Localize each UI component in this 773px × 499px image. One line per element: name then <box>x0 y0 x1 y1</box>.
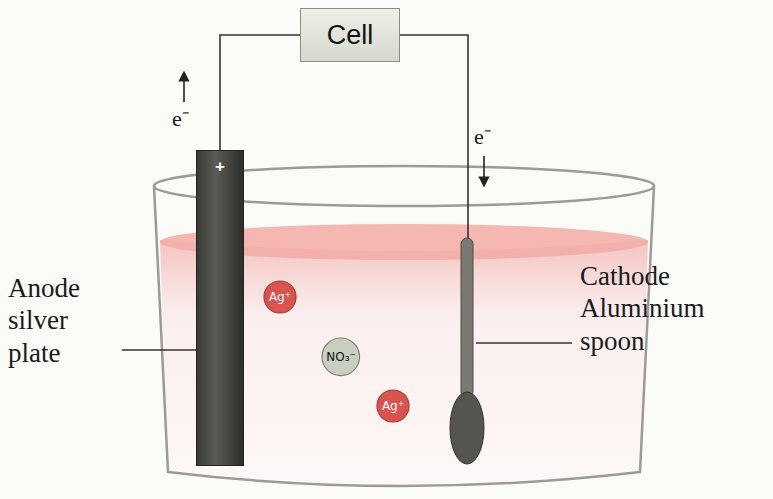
wire <box>400 35 468 240</box>
node-text: Cell <box>327 20 374 51</box>
cell-box: Cell <box>300 8 400 62</box>
anode-plate: + <box>196 150 244 466</box>
silver-ion: Ag⁺ <box>263 280 297 314</box>
ion-circle <box>322 338 360 376</box>
node-text: + <box>215 157 225 177</box>
node-text: Ag⁺ <box>269 290 291 304</box>
part-label: Cathode Aluminium spoon <box>580 260 720 357</box>
electron-label: e⁻ <box>172 106 212 132</box>
leader-line <box>476 342 572 343</box>
spoon-handle <box>461 238 473 398</box>
part-label: Anode silver plate <box>8 272 124 369</box>
ion-circle <box>377 390 409 422</box>
nitrate-ion: NO₃⁻ <box>321 337 361 377</box>
spoon-bowl <box>450 392 484 464</box>
node-text: Ag⁺ <box>382 399 404 413</box>
node-text: NO₃⁻ <box>326 350 356 364</box>
silver-ion: Ag⁺ <box>376 389 410 423</box>
electron-arrow <box>483 156 485 182</box>
electron-label: e⁻ <box>474 124 514 150</box>
wire <box>220 35 300 150</box>
electron-arrow <box>183 76 185 102</box>
ion-circle <box>264 281 296 313</box>
leader-line <box>122 349 206 350</box>
